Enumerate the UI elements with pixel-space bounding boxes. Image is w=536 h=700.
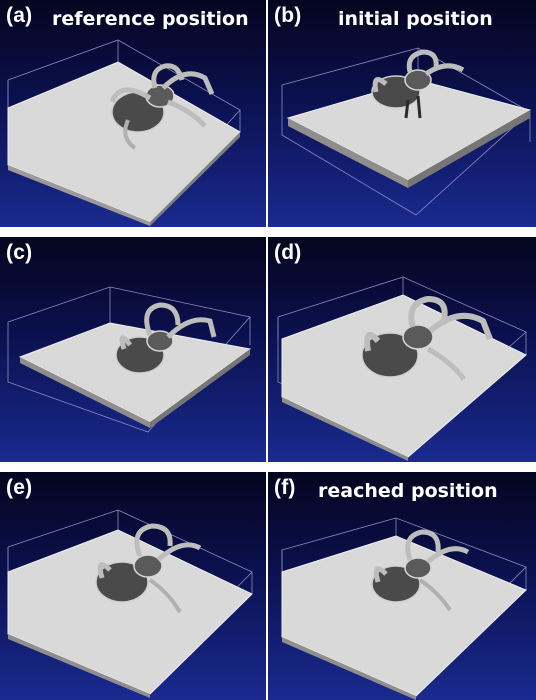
spider-model [371,529,470,612]
spider-model [95,523,202,614]
surface-slab [281,294,527,458]
spider-model [371,49,465,119]
panel-a: (a) reference position [0,0,266,227]
panel-e: (e) [0,472,266,700]
surface-plot-d [277,276,527,461]
spider-model [115,302,217,374]
panel-d: (d) [268,237,536,462]
panel-label-c: (c) [6,241,33,264]
panel-label-f: (f) [274,476,296,499]
surface-slab [7,61,241,223]
surface-plot-c [7,286,252,433]
surface-slab [7,529,253,695]
panel-caption-f: reached position [318,480,498,502]
surface-plot-e [7,509,253,698]
spider-model [109,63,215,150]
panel-b: (b) initial position [268,0,536,227]
surface-plot-a [7,39,241,226]
panel-label-a: (a) [6,4,33,27]
panel-label-d: (d) [274,241,302,264]
surface-plot-f [281,517,527,700]
surface-plot-b [281,47,532,216]
panel-c: (c) [0,237,266,462]
panel-f: (f) reached position [268,472,536,700]
spider-model [361,295,493,381]
panel-label-e: (e) [6,476,33,499]
panel-caption-a: reference position [52,8,249,30]
panel-caption-b: initial position [338,8,493,30]
panel-label-b: (b) [274,4,302,27]
surface-slab [281,535,527,697]
